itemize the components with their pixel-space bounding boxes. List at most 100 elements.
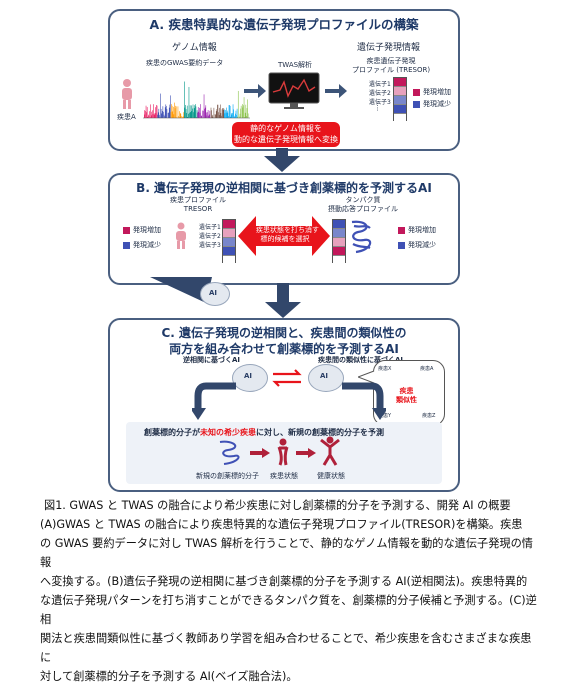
- manhattan-mark: [218, 105, 219, 118]
- manhattan-mark: [154, 115, 155, 118]
- manhattan-mark: [144, 110, 145, 118]
- manhattan-mark: [155, 107, 156, 118]
- manhattan-mark: [159, 115, 160, 118]
- manhattan-mark: [173, 107, 174, 118]
- manhattan-mark: [206, 112, 207, 118]
- ai-label: AI: [209, 289, 217, 297]
- manhattan-mark: [186, 109, 187, 118]
- manhattan-mark: [179, 111, 180, 118]
- manhattan-mark: [226, 113, 227, 118]
- manhattan-mark: [217, 105, 218, 118]
- flow-arrow-left: [192, 380, 238, 422]
- manhattan-mark: [167, 109, 168, 118]
- manhattan-mark: [222, 109, 223, 118]
- manhattan-mark: [148, 115, 149, 118]
- manhattan-mark: [205, 108, 206, 118]
- manhattan-mark: [195, 104, 196, 118]
- twas-label: TWAS解析: [278, 60, 312, 70]
- disease-a-label: 疾患A: [117, 112, 136, 122]
- legend-up: 発現増加: [398, 225, 436, 235]
- manhattan-mark: [225, 110, 226, 118]
- manhattan-mark: [185, 108, 186, 118]
- manhattan-mark: [183, 112, 184, 118]
- manhattan-mark: [224, 109, 225, 118]
- manhattan-mark: [187, 106, 188, 118]
- manhattan-mark: [149, 116, 150, 118]
- manhattan-mark: [243, 105, 244, 118]
- disease-state-label: 疾患状態: [270, 471, 298, 481]
- manhattan-mark: [217, 109, 218, 118]
- manhattan-mark: [241, 106, 242, 118]
- manhattan-mark: [161, 113, 162, 118]
- legend-up: 発現増加: [413, 87, 451, 97]
- manhattan-mark: [186, 113, 187, 118]
- manhattan-mark: [208, 110, 209, 118]
- manhattan-mark: [248, 113, 249, 118]
- manhattan-mark: [245, 113, 246, 118]
- manhattan-mark: [175, 108, 176, 118]
- manhattan-mark: [238, 91, 239, 118]
- panel-c-title-1: C. 遺伝子発現の逆相関と、疾患間の類似性の: [110, 324, 458, 341]
- gwas-label: 疾患のGWAS要約データ: [146, 58, 223, 68]
- manhattan-mark: [166, 106, 167, 118]
- manhattan-mark: [156, 113, 157, 118]
- manhattan-mark: [237, 109, 238, 118]
- ai-label: AI: [320, 372, 328, 380]
- manhattan-mark: [181, 114, 182, 118]
- manhattan-mark: [231, 113, 232, 118]
- manhattan-mark: [193, 112, 194, 118]
- mol-label: 新規の創薬標的分子: [196, 471, 259, 481]
- legend-up: 発現増加: [123, 225, 161, 235]
- manhattan-mark: [150, 104, 151, 118]
- bubble-disease-z: 疾患Z: [422, 412, 435, 419]
- healthy-state-label: 健康状態: [317, 471, 345, 481]
- manhattan-mark: [229, 105, 230, 118]
- manhattan-mark: [214, 108, 215, 118]
- manhattan-mark: [162, 111, 163, 118]
- manhattan-mark: [219, 115, 220, 118]
- prediction-red: 未知の希少疾患: [200, 428, 256, 437]
- manhattan-mark: [196, 106, 197, 118]
- manhattan-mark: [165, 104, 166, 118]
- arrow-icon: [325, 84, 347, 98]
- exchange-arrows-icon: [269, 368, 305, 388]
- manhattan-mark: [156, 105, 157, 118]
- protein-label: タンパク質 摂動応答プロファイル: [328, 196, 398, 214]
- manhattan-mark: [233, 104, 234, 118]
- caption-line-6: 関法と疾患間類似性に基づく教師あり学習を組み合わせることで、希少疾患を含むさまざ…: [40, 629, 540, 667]
- manhattan-mark: [172, 111, 173, 118]
- disease-profile-bar: [222, 219, 236, 263]
- manhattan-mark: [221, 113, 222, 118]
- legend-down: 発現減少: [398, 240, 436, 250]
- manhattan-mark: [171, 112, 172, 118]
- manhattan-mark: [160, 94, 161, 118]
- gene-1-label: 遺伝子1: [199, 222, 221, 231]
- manhattan-mark: [145, 115, 146, 118]
- manhattan-mark: [192, 111, 193, 118]
- manhattan-mark: [153, 104, 154, 118]
- panel-a-title: A. 疾患特異的な遺伝子発現プロファイルの構築: [110, 14, 458, 33]
- manhattan-mark: [229, 105, 230, 118]
- manhattan-mark: [200, 104, 201, 118]
- tresor-dots: ⋮: [374, 104, 381, 112]
- manhattan-mark: [199, 112, 200, 118]
- manhattan-mark: [163, 106, 164, 118]
- bubble-disease-x: 疾患X: [378, 365, 391, 372]
- manhattan-mark: [198, 107, 199, 118]
- prediction-text: 創薬標的分子が未知の希少疾患に対し、新規の創薬標的分子を予測: [144, 427, 384, 438]
- manhattan-mark: [168, 112, 169, 118]
- manhattan-mark: [192, 109, 193, 118]
- arrow-icon: [244, 84, 266, 98]
- manhattan-mark: [176, 106, 177, 118]
- bubble-disease-a: 疾患A: [420, 365, 433, 372]
- manhattan-mark: [165, 107, 166, 118]
- manhattan-mark: [212, 115, 213, 118]
- manhattan-mark: [152, 110, 153, 118]
- arrow-icon: [250, 448, 270, 458]
- caption-line-1: 図1. GWAS と TWAS の融合により希少疾患に対し創薬標的分子を予測する…: [40, 496, 540, 515]
- protein-icon: [348, 218, 376, 256]
- tresor-profile: [393, 77, 407, 121]
- flow-arrow-right: [340, 380, 386, 422]
- manhattan-mark: [220, 104, 221, 118]
- manhattan-mark: [180, 113, 181, 118]
